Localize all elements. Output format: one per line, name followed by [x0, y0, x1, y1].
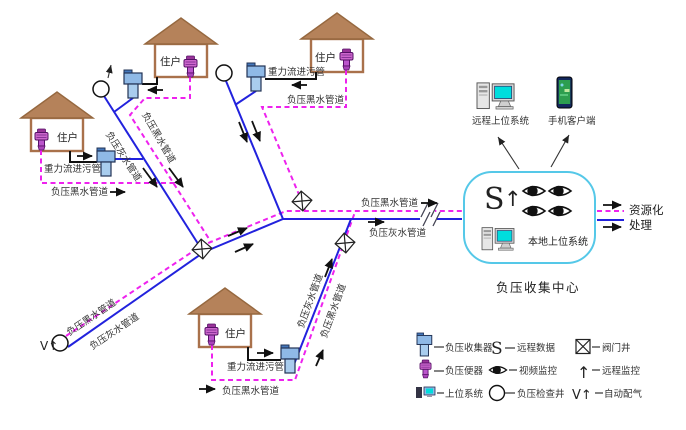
pipe-blackwater [260, 70, 347, 211]
pipe-graywater [234, 90, 257, 106]
up-arrow-icon: ↑ [577, 363, 590, 382]
resident-label: 住户 [225, 327, 246, 340]
resident-label: 住户 [315, 51, 336, 64]
inspection-well [51, 334, 69, 352]
gravity-pipe-label: 重力流进污管 [44, 163, 101, 175]
output-resource-label: 资源化 [629, 203, 664, 217]
legend-label: 负压检查井 [517, 388, 565, 400]
up-arrow-icon: ↑ [504, 187, 522, 211]
blackwater-pipe-label: 负压黑水管道 [51, 186, 109, 198]
legend-label: 负压收集器 [445, 342, 493, 354]
blackwater-pipe-label: 负压黑水管道 [222, 385, 280, 397]
local-host-label: 本地上位系统 [528, 235, 588, 248]
gravity-pipe [142, 77, 158, 85]
gravity-pipe-label: 重力流进污管 [227, 361, 284, 373]
pipe-blackwater [128, 77, 212, 243]
pipe-break-mark [418, 202, 441, 227]
remote-host-icon [476, 82, 515, 110]
valve-well [291, 190, 313, 212]
collector-icon [123, 69, 143, 99]
remote-host-label: 远程上位系统 [472, 115, 530, 127]
legend: 负压收集器 负压便器 上位系统 S 远程数据 视频监控 负压检查井 阀门井 ↑ … [416, 332, 643, 403]
legend-label: 视频监控 [519, 365, 558, 377]
gravity-pipe [265, 72, 317, 80]
s-symbol: S [491, 339, 503, 359]
mobile-phone-icon [556, 76, 573, 109]
legend-label: 负压便器 [445, 365, 484, 377]
pipe-graywater [113, 97, 134, 113]
auto-gas-symbol: V↑ [40, 339, 58, 353]
gravity-pipe [69, 151, 97, 163]
legend-label: 远程数据 [517, 342, 556, 354]
blackwater-pipe-label: 负压黑水管道 [139, 110, 178, 166]
output-process-label: 处理 [629, 218, 652, 232]
flow-arrows [77, 80, 622, 394]
legend-label: 远程监控 [602, 365, 641, 377]
legend-label: 自动配气 [604, 388, 643, 400]
resident-label: 住户 [160, 55, 181, 68]
legend-label: 上位系统 [445, 388, 484, 400]
gravity-pipe [247, 347, 281, 361]
collection-center-caption: 负压收集中心 [496, 280, 580, 295]
resident-label: 住户 [57, 131, 78, 144]
blackwater-pipe-label: 负压黑水管道 [287, 94, 345, 106]
inspection-well [215, 64, 233, 82]
pipe-graywater [225, 80, 284, 220]
legend-label: 阀门井 [602, 342, 631, 354]
collector-icon [416, 332, 433, 357]
graywater-pipe-label: 负压灰水管道 [369, 227, 427, 239]
gravity-pipe-label: 重力流进污管 [268, 66, 325, 78]
house-top-right [299, 11, 375, 74]
pipe-blackwater [211, 211, 356, 381]
collection-center-box: S ↑ 本地上位系统 [463, 171, 596, 264]
toilet-icon [419, 359, 432, 379]
blackwater-pipe-label: 负压黑水管道 [361, 197, 419, 209]
auto-gas-icon: V↑ [572, 388, 592, 403]
house-top-middle [143, 16, 219, 79]
eye-icon [488, 365, 508, 375]
inspection-well [92, 80, 110, 98]
remote-data-symbol: S [484, 182, 505, 217]
inspection-well-icon [488, 384, 506, 402]
host-system-icon [416, 386, 436, 398]
monitor-arrows [105, 64, 570, 170]
pipe-blackwater [40, 150, 181, 184]
valve-well-icon [575, 338, 591, 355]
pipe-graywater [103, 95, 203, 251]
mobile-client-label: 手机客户端 [548, 115, 596, 127]
collector-icon [246, 62, 266, 92]
